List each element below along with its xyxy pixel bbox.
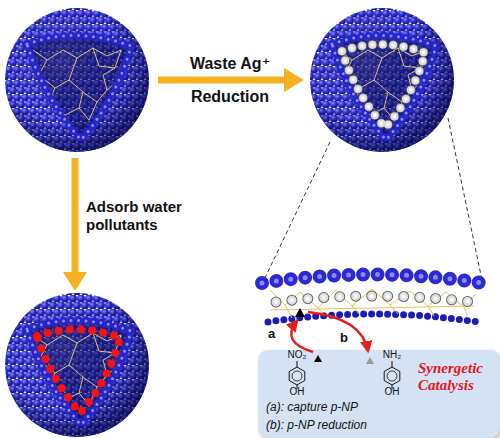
panel-heading: Synergetic Catalysis [418, 360, 498, 393]
polymer-network [270, 289, 476, 318]
chemical-group: OH [282, 386, 312, 397]
step-letter: a [268, 326, 282, 341]
process-arrow-head [63, 272, 87, 291]
chemical-bond [297, 361, 298, 367]
step-note: (b): p-NP reduction [266, 418, 486, 432]
chemical-group: OH [377, 386, 407, 397]
pollutant-dot [37, 329, 120, 413]
chemical-group: NH₂ [377, 349, 407, 360]
process-arrow-head [284, 68, 304, 92]
reduction-arrow [308, 312, 368, 351]
silver-particle [276, 296, 472, 302]
process-label: Reduction [150, 88, 310, 106]
silver-particle-highlight [276, 296, 472, 302]
step-note: (a): capture p-NP [266, 400, 486, 414]
adsorbed-pollutants [37, 329, 120, 413]
process-label: Waste Ag⁺ [150, 54, 310, 73]
zoom-line [448, 118, 482, 280]
capture-arrow [291, 321, 313, 352]
chemical-group: NO₂ [282, 349, 312, 360]
process-label: Adsorb water pollutants [86, 198, 204, 234]
outer-ball-row [262, 275, 482, 284]
chemical-bond [392, 361, 393, 367]
zoom-line [264, 142, 330, 280]
outer-ball-highlight [262, 275, 482, 284]
process-arrow-shaft [158, 77, 286, 84]
silver-nanoparticles [342, 44, 425, 128]
silver-particle-outline [342, 44, 425, 128]
silver-particle-outline [276, 296, 472, 302]
silver-particle [342, 44, 425, 128]
shell-cross-section [262, 275, 482, 323]
captured-pnp-marker [295, 308, 305, 317]
step-letter: b [340, 330, 354, 345]
hollow-sphere [5, 8, 149, 152]
pollutant-loaded-sphere [5, 293, 149, 437]
silver-particle-highlight [342, 44, 425, 128]
silver-loaded-sphere [310, 8, 454, 152]
process-arrow-shaft [72, 158, 79, 274]
